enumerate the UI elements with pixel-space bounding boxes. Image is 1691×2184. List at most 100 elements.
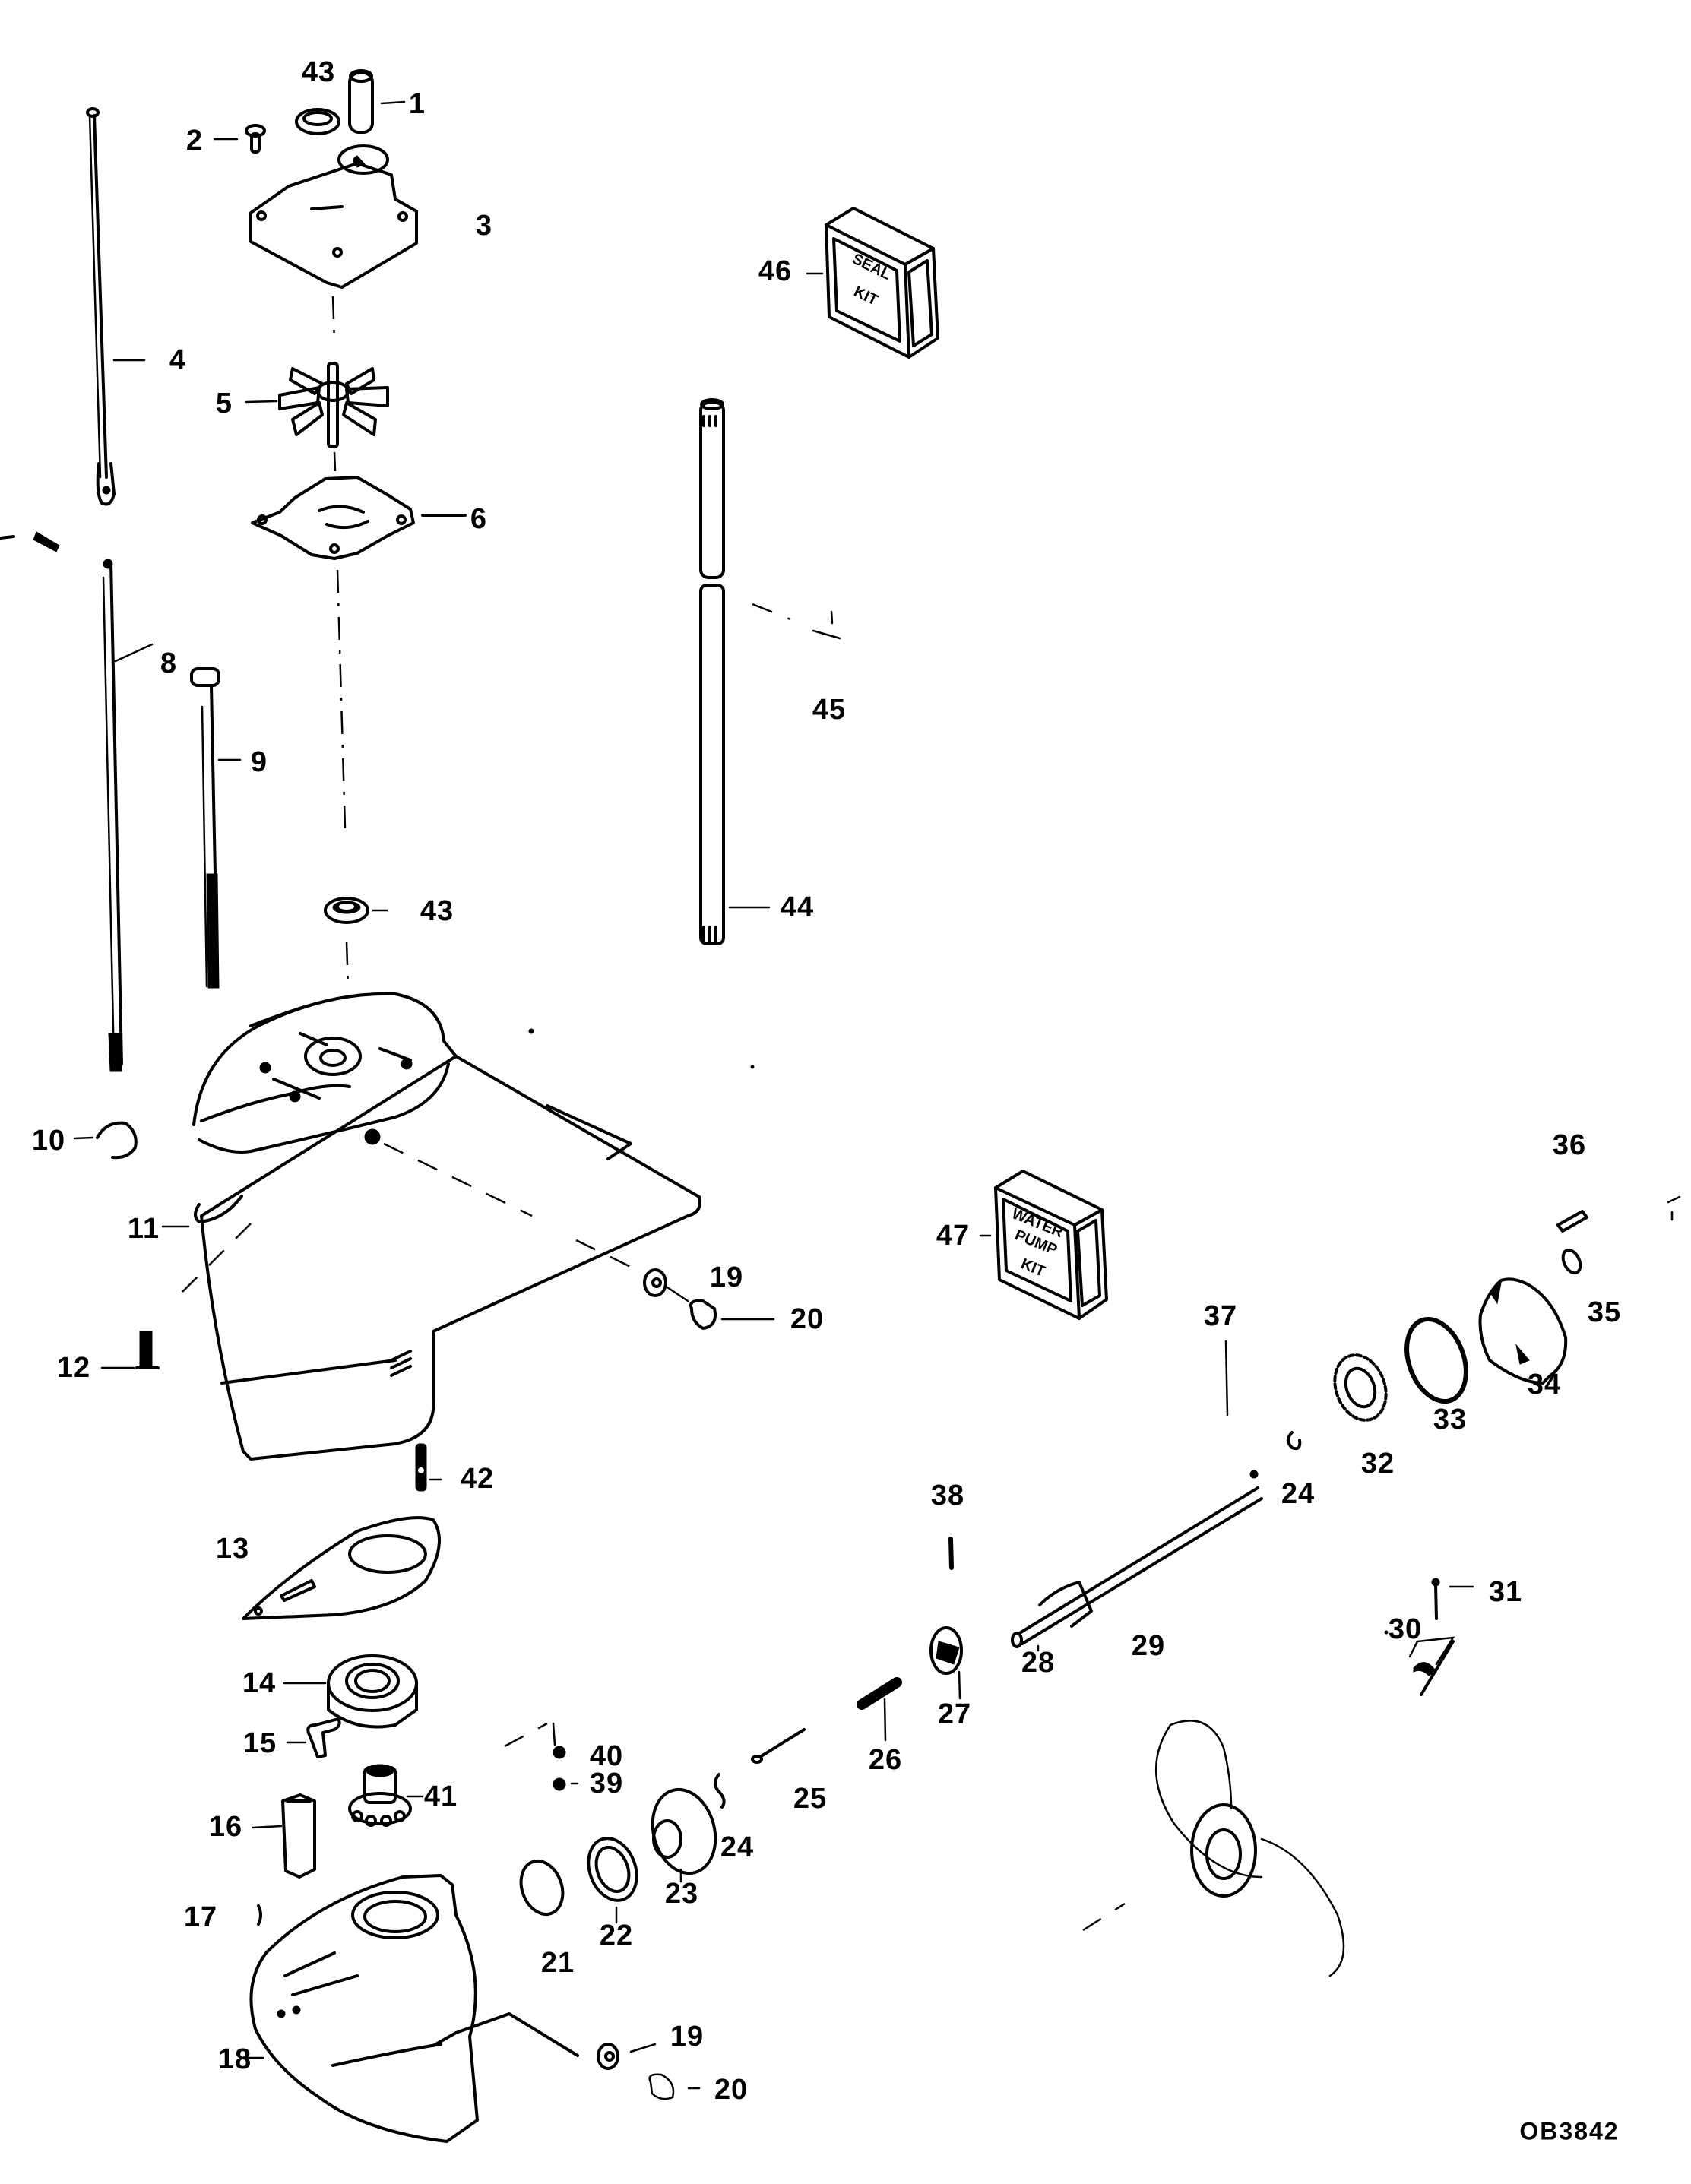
callout-19-lower: 19	[670, 2021, 705, 2053]
part-19-washer-upper	[643, 1268, 689, 1302]
part-18-gear-housing	[243, 1874, 579, 2143]
callout-29: 29	[1131, 1630, 1166, 1662]
callout-3: 3	[475, 210, 493, 242]
part-36-screw	[1556, 1210, 1588, 1233]
part-12-stud	[100, 1331, 160, 1369]
part-1-grommet	[348, 69, 406, 134]
callout-1: 1	[408, 88, 426, 120]
callout-20-lower: 20	[714, 2074, 749, 2106]
callout-5: 5	[215, 388, 233, 419]
part-4-shift-rod-upper	[86, 107, 146, 506]
callout-2: 2	[185, 125, 204, 157]
callout-36: 36	[1552, 1129, 1587, 1161]
part-5-impeller	[245, 362, 389, 448]
callout-27: 27	[937, 1698, 972, 1730]
part-14-bearing	[283, 1654, 418, 1729]
part-6-pump-plate	[251, 476, 467, 560]
part-39-ball	[553, 1777, 579, 1791]
part-24-retainer-upper	[1287, 1431, 1302, 1451]
part-35-washer	[1561, 1248, 1582, 1275]
part-3-pump-housing	[249, 144, 418, 289]
callout-28: 28	[1021, 1647, 1056, 1679]
callout-31: 31	[1488, 1576, 1523, 1608]
part-23-forward-gear	[651, 1787, 717, 1883]
water-pump-kit-line-3: KIT	[1018, 1255, 1047, 1280]
callout-17: 17	[183, 1901, 218, 1933]
part-20-plug-lower	[648, 2073, 701, 2100]
callout-9: 9	[250, 746, 268, 778]
callout-25: 25	[793, 1783, 828, 1815]
callout-13: 13	[215, 1533, 250, 1565]
callout-41: 41	[423, 1780, 458, 1812]
callout-44: 44	[780, 891, 815, 923]
callout-16: 16	[208, 1811, 243, 1843]
part-40-ball	[553, 1746, 566, 1759]
part-43-seal-upper	[295, 108, 340, 135]
part-32-reverse-gear	[1333, 1353, 1388, 1422]
callout-8: 8	[160, 647, 178, 679]
part-47-water-pump-kit: WATER PUMP KIT	[979, 1170, 1108, 1320]
part-8-shift-rod-lower	[102, 559, 154, 1072]
callout-35: 35	[1587, 1296, 1622, 1328]
part-29-propeller	[1082, 1720, 1345, 1977]
callout-46: 46	[758, 255, 793, 287]
callout-21: 21	[540, 1947, 575, 1979]
callout-12: 12	[56, 1352, 91, 1384]
callout-26: 26	[868, 1744, 903, 1776]
part-37-pin	[1224, 1340, 1229, 1416]
callout-40: 40	[589, 1740, 624, 1772]
part-10-clip	[73, 1121, 138, 1160]
callout-19-upper: 19	[709, 1261, 744, 1293]
callout-39: 39	[589, 1768, 624, 1799]
callout-15: 15	[242, 1727, 277, 1759]
callout-42: 42	[460, 1463, 495, 1495]
callout-22: 22	[599, 1920, 634, 1951]
part-24-retainer-lower	[714, 1773, 726, 1809]
part-20-plug-upper	[689, 1299, 775, 1330]
callout-30: 30	[1388, 1613, 1423, 1645]
part-28-propeller-shaft	[1011, 1470, 1263, 1652]
part-25-cotter-pin	[751, 1728, 806, 1764]
part-33-o-ring	[1404, 1316, 1468, 1404]
part-19-washer-lower	[597, 2043, 657, 2070]
callout-20-upper: 20	[790, 1303, 825, 1335]
part-16-shift-cam	[252, 1793, 316, 1879]
callout-23: 23	[664, 1878, 699, 1910]
part-43-seal-lower	[324, 897, 388, 924]
part-17-pin	[257, 1904, 262, 1926]
part-11-grommet	[161, 1195, 252, 1293]
part-22-thrust-bearing	[587, 1837, 638, 1924]
part-41-pinion	[348, 1764, 424, 1827]
callout-4: 4	[169, 344, 187, 376]
part-45-pin	[752, 603, 841, 640]
part-driveshaft-housing	[192, 992, 701, 1461]
callout-38: 38	[930, 1480, 965, 1511]
part-21-thrust-washer	[519, 1860, 565, 1916]
seal-kit-line-2: KIT	[851, 283, 881, 309]
callout-32: 32	[1360, 1448, 1395, 1480]
part-30-prop-nut	[1408, 1636, 1455, 1696]
part-9-bolt	[190, 667, 242, 989]
callout-37: 37	[1203, 1300, 1238, 1332]
part-27-clutch-dog	[929, 1626, 963, 1700]
part-44-driveshaft	[699, 398, 771, 945]
part-34-bearing-carrier	[1478, 1277, 1568, 1385]
part-7-connector	[0, 531, 60, 552]
callout-11: 11	[127, 1213, 160, 1245]
callout-47: 47	[936, 1220, 971, 1252]
callout-43: 43	[301, 56, 336, 88]
part-13-gasket	[242, 1516, 441, 1620]
callout-14: 14	[242, 1667, 277, 1699]
callout-10: 10	[31, 1125, 66, 1157]
part-26-pin	[857, 1677, 902, 1742]
callout-6: 6	[470, 503, 488, 535]
part-15-detent	[286, 1717, 341, 1758]
callout-18: 18	[217, 2043, 252, 2075]
figure-id: OB3842	[1519, 2117, 1620, 2145]
callout-24-upper: 24	[1281, 1478, 1316, 1510]
part-2-screw	[213, 124, 266, 154]
callout-33: 33	[1433, 1404, 1468, 1435]
part-42-stud	[415, 1443, 442, 1492]
